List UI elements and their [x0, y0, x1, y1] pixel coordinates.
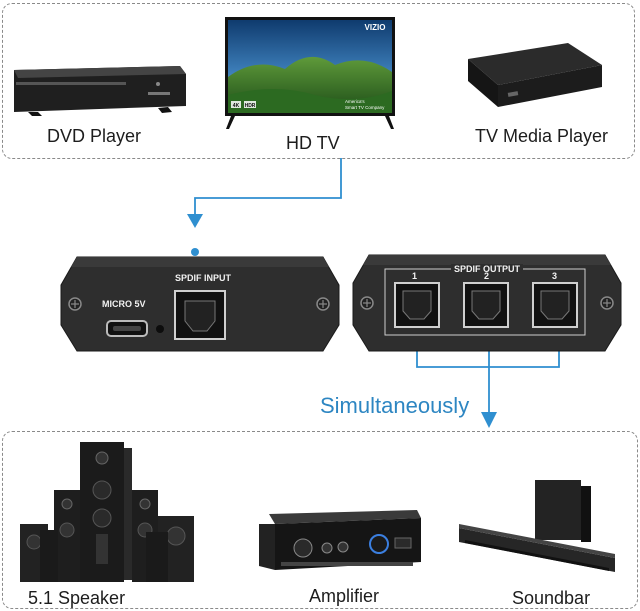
tv-image: VIZIO 4K HDR America's Smart TV Company: [225, 17, 395, 129]
source-devices-group: [2, 3, 635, 159]
spdif-output-title: SPDIF OUTPUT: [451, 264, 524, 274]
hd-tv-label: HD TV: [286, 133, 340, 153]
svg-text:America's: America's: [345, 99, 365, 104]
output-port-3-label: 3: [552, 271, 558, 281]
soundbar-image: [459, 480, 615, 572]
optical-port-1: [394, 282, 440, 328]
tv-brand-logo: VIZIO: [365, 23, 386, 32]
speaker-system-image: [20, 442, 194, 582]
optical-port-2: [463, 282, 509, 328]
amplifier-label: Amplifier: [309, 586, 380, 606]
media-player-image: [468, 43, 602, 107]
output-port-1-label: 1: [412, 271, 418, 281]
svg-text:HDR: HDR: [245, 103, 256, 109]
soundbar-label: Soundbar: [512, 588, 591, 608]
micro-5v-label: MICRO 5V: [102, 299, 146, 309]
dvd-player-image: [14, 66, 186, 116]
spdif-input-panel: [60, 256, 340, 352]
arrow-down-icon: [481, 412, 497, 428]
simultaneously-label: Simultaneously: [320, 393, 470, 418]
svg-text:4K: 4K: [233, 103, 240, 109]
arrow-down-icon: [187, 214, 203, 228]
amplifier-image: [259, 510, 421, 570]
speaker-label: 5.1 Speaker: [28, 588, 126, 608]
spdif-input-label: SPDIF INPUT: [175, 273, 232, 283]
spdif-output-panel: [352, 254, 622, 352]
svg-text:Smart TV Company: Smart TV Company: [345, 105, 385, 110]
output-devices-group: [2, 431, 638, 609]
dvd-player-label: DVD Player: [47, 126, 142, 146]
optical-port-3: [532, 282, 578, 328]
output-port-2-label: 2: [484, 271, 490, 281]
media-player-label: TV Media Player: [475, 126, 609, 146]
